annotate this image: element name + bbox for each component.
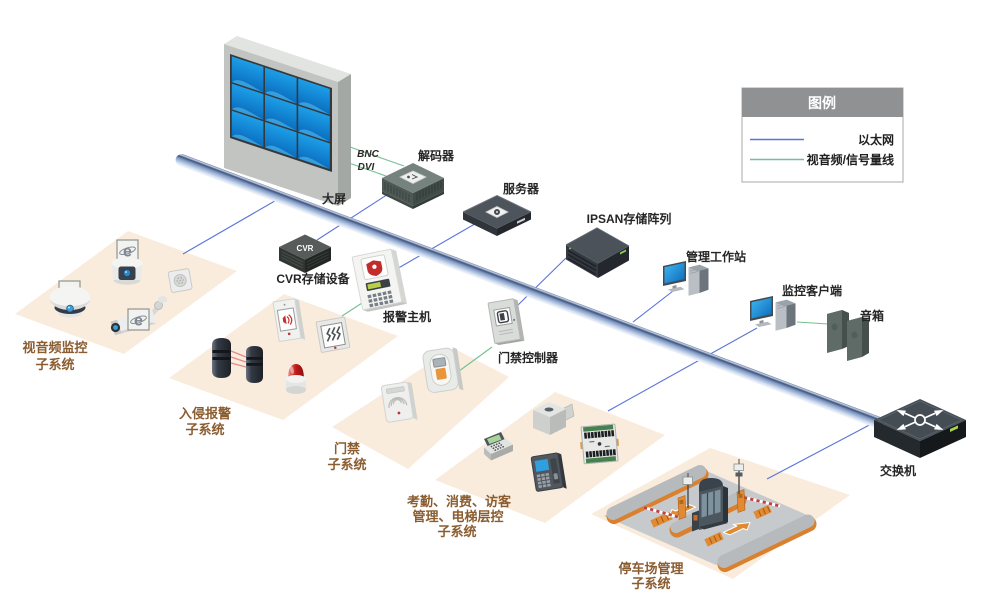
link-server-alarmhost xyxy=(394,220,481,271)
ipsan-device xyxy=(565,227,630,278)
parking-ticket-machine xyxy=(692,510,699,532)
reader-indicator xyxy=(435,367,447,380)
signal-lines xyxy=(341,146,829,375)
label-decoder: 解码器 xyxy=(418,148,455,163)
turnstile-device xyxy=(533,402,575,435)
device-labels: 大屏 解码器 服务器 IPSAN存储阵列 CVR存储设备 报警主机 门禁控制器 … xyxy=(276,148,916,478)
link-bnc xyxy=(349,146,405,167)
label-workstation: 管理工作站 xyxy=(686,249,746,264)
parking-camera-poles xyxy=(682,459,744,508)
client-device xyxy=(749,295,796,332)
decoder-device xyxy=(382,163,444,209)
vibration-sensor-device xyxy=(315,316,351,353)
alarm-host-device xyxy=(351,248,407,312)
backbone-pipe xyxy=(175,154,883,429)
label-client: 监控客户端 xyxy=(782,283,842,298)
workstation-device xyxy=(662,260,709,297)
strobe-light-device xyxy=(286,364,306,394)
label-switch: 交换机 xyxy=(880,463,916,478)
legend-signal-label: 视音频/信号量线 xyxy=(807,152,894,167)
video-wall-side xyxy=(338,74,351,206)
link-parking-switch xyxy=(766,420,878,480)
parking-booth xyxy=(699,478,728,530)
legend: 图例 以太网 视音频/信号量线 xyxy=(741,87,904,183)
switch-device xyxy=(874,399,966,458)
bullet-camera xyxy=(110,296,168,336)
face-terminal-device xyxy=(530,452,567,492)
label-video-subsystem-1: 视音频监控 xyxy=(22,340,87,355)
din-controller-device xyxy=(580,423,619,465)
video-wall-screens xyxy=(231,56,330,170)
parking-barrier-right xyxy=(736,489,781,513)
label-access-controller: 门禁控制器 xyxy=(498,350,559,365)
parking-barrier-left xyxy=(643,495,687,520)
link-pipe-video-platform xyxy=(182,197,281,255)
legend-ethernet-label: 以太网 xyxy=(858,132,894,147)
door-icon xyxy=(496,310,510,324)
infrared-beams xyxy=(230,350,247,368)
ethernet-lines xyxy=(182,186,878,480)
cvr-badge: CVR xyxy=(297,244,314,253)
video-wall xyxy=(224,36,351,206)
audio-speaker-box xyxy=(167,268,193,293)
parking-sidewalk-lower xyxy=(717,514,817,572)
label-video-wall: 大屏 xyxy=(322,191,346,206)
link-workstation-pipe xyxy=(632,290,674,323)
access-reader-device xyxy=(422,347,464,393)
link-controller-reader xyxy=(454,346,493,375)
vibration-icon xyxy=(326,326,341,342)
ptz-camera xyxy=(111,239,143,285)
legend-title: 图例 xyxy=(808,95,836,111)
legend-header xyxy=(742,88,903,117)
decoder-logo xyxy=(399,170,427,184)
label-dvi: DVI xyxy=(358,162,375,173)
link-decoder-cvr xyxy=(316,186,400,241)
access-controller-device xyxy=(487,298,525,345)
label-intrusion-subsystem-1: 入侵报警 xyxy=(179,406,231,421)
platform-access-control xyxy=(332,348,509,469)
label-access-subsystem-1: 门禁 xyxy=(334,441,360,456)
platform-video-surveillance xyxy=(15,231,237,354)
label-alarm-host: 报警主机 xyxy=(383,309,431,324)
label-parking-subsystem-1: 停车场管理 xyxy=(618,561,683,576)
label-intrusion-subsystem-2: 子系统 xyxy=(185,422,224,437)
label-server: 服务器 xyxy=(503,181,540,196)
label-attendance-subsystem-2: 管理、电梯层控 xyxy=(412,509,503,524)
server-device xyxy=(462,194,532,236)
alarm-sounder-device xyxy=(272,298,306,342)
label-cvr: CVR存储设备 xyxy=(276,271,350,286)
link-dvi xyxy=(348,162,387,177)
speaker-device xyxy=(827,310,869,361)
cvr-storage-device: CVR xyxy=(279,234,331,273)
alarm-keypad xyxy=(367,290,394,308)
parking-lot-scene xyxy=(604,459,817,572)
video-wall-top xyxy=(224,36,351,82)
dome-camera xyxy=(49,280,91,318)
label-attendance-subsystem-3: 子系统 xyxy=(437,524,476,539)
subsystem-labels: 视音频监控 子系统 入侵报警 子系统 门禁 子系统 考勤、消费、访客 管理、电梯… xyxy=(22,340,683,591)
sounder-speaker-icon xyxy=(282,315,287,325)
beam-sensors xyxy=(212,338,263,383)
label-attendance-subsystem-1: 考勤、消费、访客 xyxy=(407,494,512,509)
card-reader-device xyxy=(380,381,418,423)
label-speaker: 音箱 xyxy=(860,308,884,323)
pos-keypad xyxy=(490,442,504,451)
face-terminal-keypad xyxy=(536,472,551,489)
label-access-subsystem-2: 子系统 xyxy=(327,457,366,472)
parking-speed-bumps xyxy=(650,504,772,547)
link-client-speaker xyxy=(796,321,829,325)
switch-arrows-icon xyxy=(896,410,944,430)
label-bnc: BNC xyxy=(357,149,379,160)
face-terminal-screen xyxy=(534,458,550,472)
link-client-attendance xyxy=(607,327,758,412)
link-alarmhost-intrusion xyxy=(341,302,363,317)
label-video-subsystem-2: 子系统 xyxy=(35,357,74,372)
link-ipsan-accesscontroller xyxy=(516,257,567,307)
label-ipsan: IPSAN存储阵列 xyxy=(587,211,672,226)
label-parking-subsystem-2: 子系统 xyxy=(631,576,670,591)
pos-terminal-device xyxy=(484,432,513,461)
card-wave-icon xyxy=(388,397,408,409)
